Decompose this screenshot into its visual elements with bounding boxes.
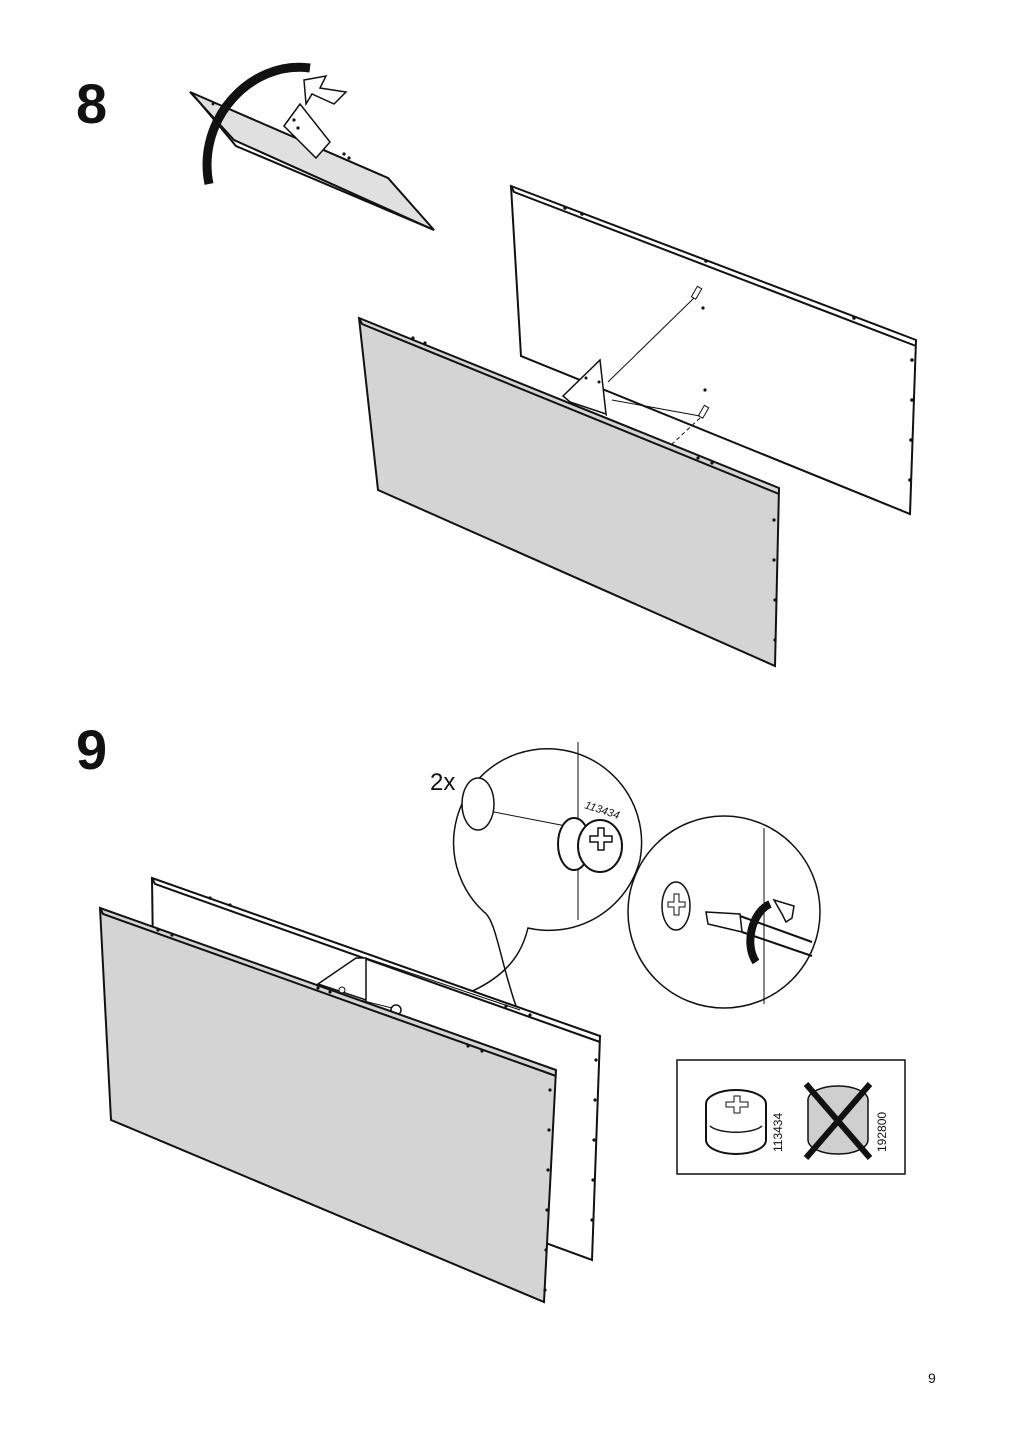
quantity-label: 2x <box>430 769 455 796</box>
cam-lock-callout <box>415 742 643 1011</box>
correct-part-code: 113434 <box>771 1113 785 1152</box>
page-number: 9 <box>928 1370 936 1386</box>
front-panel-grey <box>357 316 781 668</box>
rotate-arrow-icon <box>202 62 348 185</box>
screwdriver-callout <box>627 815 821 1009</box>
front-panel-grey-9 <box>98 906 558 1304</box>
part-comparison-box: 113434 192800 <box>676 1059 906 1175</box>
cross-out-icon <box>803 1082 873 1160</box>
step-8-number: 8 <box>76 72 108 135</box>
correct-cam-lock-icon <box>705 1089 767 1155</box>
cam-lock-icon <box>557 817 623 873</box>
wrong-part-code: 192800 <box>875 1112 889 1152</box>
back-panel-white <box>509 184 918 516</box>
step-9-number: 9 <box>76 718 108 781</box>
screwdriver-icon <box>705 898 813 965</box>
